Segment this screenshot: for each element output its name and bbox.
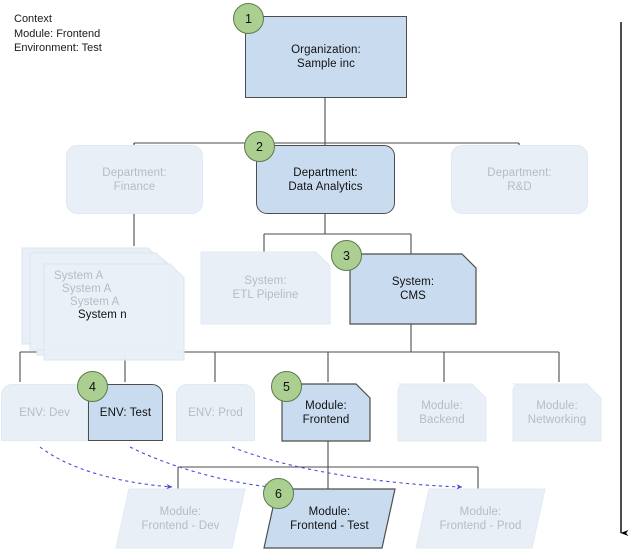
badge-6: 6 [263, 478, 294, 509]
node-env-prod-label: ENV: Prod [188, 406, 243, 419]
badge-1: 1 [233, 3, 264, 34]
node-system-stack-n[interactable]: System n [54, 307, 174, 323]
connectors-module-to-deployments [177, 441, 479, 489]
badge-1-label: 1 [245, 11, 252, 26]
node-deployment-frontend-dev[interactable]: Module: Frontend - Dev [116, 489, 245, 548]
system-stack-shapes [21, 247, 185, 361]
node-system-etl-pipeline-label: System: ETL Pipeline [232, 275, 299, 301]
node-department-finance-label: Department: Finance [102, 166, 167, 193]
context-block: Context Module: Frontend Environment: Te… [14, 13, 102, 54]
connectors-org-to-departments [133, 98, 520, 145]
node-module-networking-label: Module: Networking [527, 399, 587, 426]
node-deployment-frontend-prod[interactable]: Module: Frontend - Prod [416, 489, 545, 548]
system-shape-cms [349, 253, 477, 325]
node-department-rnd[interactable]: Department: R&D [451, 145, 588, 214]
badge-6-label: 6 [275, 486, 282, 501]
node-system-cms-label: System: CMS [391, 276, 435, 302]
badge-4: 4 [77, 371, 108, 402]
node-department-data-analytics-label: Department: Data Analytics [288, 166, 363, 193]
badge-3-label: 3 [343, 248, 350, 263]
module-shape-networking [512, 383, 602, 442]
node-deployment-frontend-dev-label: Module: Frontend - Dev [141, 505, 220, 532]
badge-5: 5 [271, 371, 302, 402]
node-department-finance[interactable]: Department: Finance [66, 145, 203, 214]
badge-2-label: 2 [256, 139, 263, 154]
node-deployment-frontend-prod-label: Module: Frontend - Prod [439, 505, 522, 532]
deployment-shape-frontend-dev [115, 488, 246, 549]
connectors-department-to-systems [263, 214, 412, 254]
connector-stubs-departments [133, 143, 520, 145]
node-env-test-label: ENV: Test [99, 406, 152, 419]
node-env-dev[interactable]: ENV: Dev [1, 384, 88, 441]
system-shape-etl-pipeline [200, 251, 331, 325]
node-system-stack-n-label: System n [78, 309, 127, 321]
node-module-frontend-label: Module: Frontend [302, 399, 350, 426]
node-deployment-frontend-test-label: Module: Frontend - Test [290, 505, 369, 532]
node-organization[interactable]: Organization: Sample inc [245, 16, 407, 98]
node-module-backend-label: Module: Backend [419, 399, 465, 426]
badge-5-label: 5 [283, 379, 290, 394]
node-department-rnd-label: Department: R&D [487, 166, 552, 193]
node-system-cms[interactable]: System: CMS [350, 254, 476, 324]
deployment-shape-frontend-test [263, 488, 396, 549]
node-organization-label: Organization: Sample inc [291, 44, 361, 70]
node-env-dev-label: ENV: Dev [19, 406, 70, 419]
node-system-etl-pipeline[interactable]: System: ETL Pipeline [201, 252, 330, 324]
env-to-deployment-links [39, 446, 463, 490]
node-department-data-analytics[interactable]: Department: Data Analytics [256, 145, 395, 214]
deployment-shape-frontend-prod [415, 488, 546, 549]
badge-4-label: 4 [89, 379, 96, 394]
badge-3: 3 [331, 240, 362, 271]
node-module-backend[interactable]: Module: Backend [398, 384, 486, 441]
node-module-networking[interactable]: Module: Networking [513, 384, 601, 441]
badge-2: 2 [244, 131, 275, 162]
node-env-prod[interactable]: ENV: Prod [176, 384, 255, 441]
module-shape-backend [397, 383, 487, 442]
